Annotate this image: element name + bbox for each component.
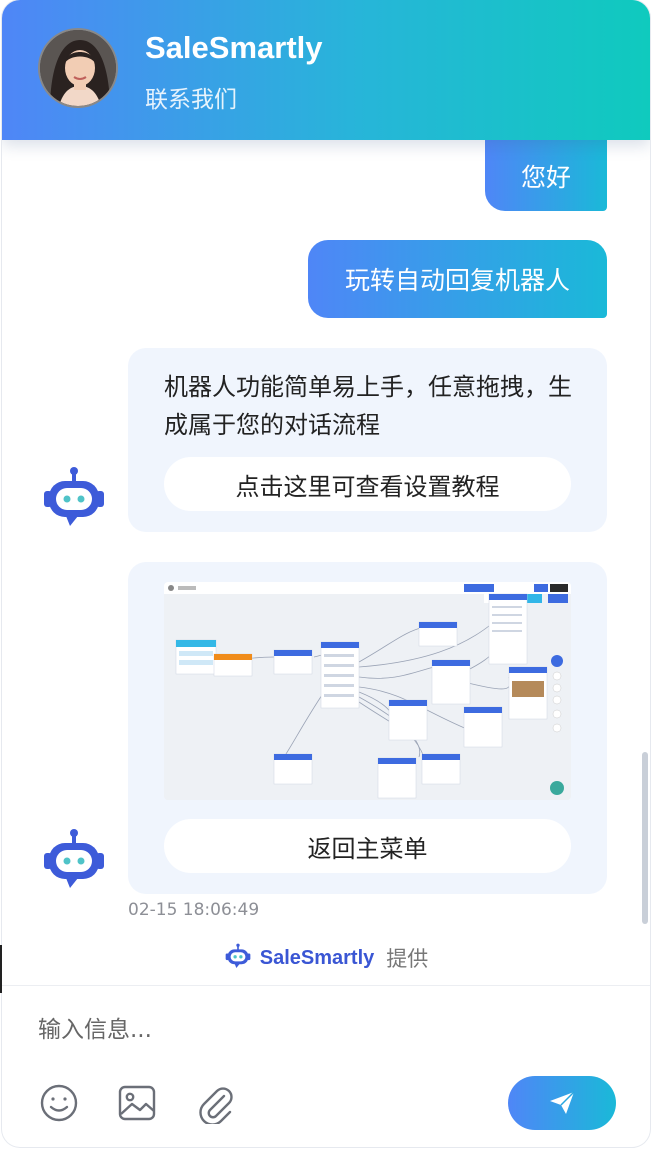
message-timestamp: 02-15 18:06:49 (128, 900, 260, 920)
bot-message: 机器人功能简单易上手，任意拖拽，生成属于您的对话流程 点击这里可查看设置教程 (128, 348, 607, 532)
message-composer (2, 985, 650, 1147)
powered-by-brand: SaleSmartly (259, 946, 375, 969)
powered-by[interactable]: SaleSmartly 提供 (2, 940, 650, 976)
window-edge (0, 945, 2, 993)
chat-scrollbar[interactable] (642, 752, 648, 924)
image-icon[interactable] (116, 1082, 158, 1124)
message-list[interactable]: 您好 玩转自动回复机器人 机器人功能简单易上手，任意拖拽，生成属于您的对话流程 … (2, 140, 650, 985)
bot-message: 返回主菜单 (128, 562, 607, 894)
robot-icon (40, 466, 108, 528)
view-tutorial-button[interactable]: 点击这里可查看设置教程 (164, 457, 571, 511)
send-icon (550, 1091, 575, 1114)
user-message: 玩转自动回复机器人 (308, 240, 607, 318)
salesmartly-logo-icon (224, 943, 252, 973)
message-input[interactable] (38, 1008, 598, 1052)
header-title: SaleSmartly (145, 30, 323, 65)
flow-editor-image[interactable] (164, 582, 571, 800)
back-to-main-menu-button[interactable]: 返回主菜单 (164, 819, 571, 873)
emoji-icon[interactable] (38, 1082, 80, 1124)
paperclip-icon[interactable] (194, 1082, 236, 1126)
chat-header: SaleSmartly 联系我们 (2, 0, 650, 140)
contact-us-link[interactable]: 联系我们 (145, 87, 237, 113)
send-button[interactable] (508, 1076, 616, 1130)
user-message: 您好 (485, 140, 607, 211)
agent-avatar (38, 28, 118, 108)
powered-by-label: 提供 (386, 947, 429, 971)
robot-icon (40, 828, 108, 890)
bot-message-text: 机器人功能简单易上手，任意拖拽，生成属于您的对话流程 (164, 373, 572, 439)
